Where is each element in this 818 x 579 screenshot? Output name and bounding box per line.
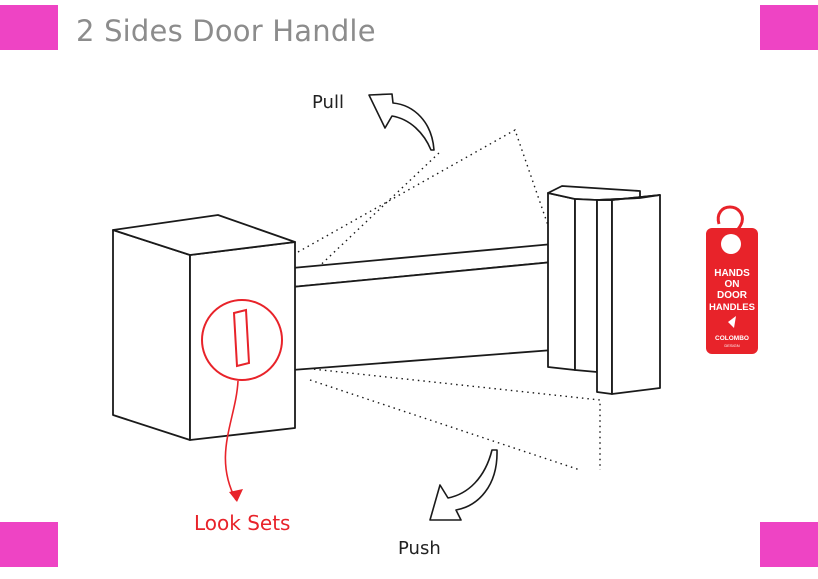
tag-line-3: DOOR (717, 290, 748, 301)
push-arrow-icon (429, 449, 498, 521)
look-set-pointer-head (229, 489, 243, 502)
end-mount (547, 185, 661, 395)
tag-sub: DESIGN (724, 343, 739, 348)
tag-brand: COLOMBO (715, 335, 749, 342)
lock-box (112, 214, 296, 441)
look-set-pointer (224, 380, 239, 501)
tag-line-1: HANDS (714, 268, 750, 279)
motion-ghost-outlines (297, 128, 601, 471)
page-title: 2 Sides Door Handle (76, 14, 376, 48)
tag-line-4: HANDLES (709, 302, 755, 313)
corner-marker-bottom-left (0, 522, 58, 567)
pull-label: Pull (312, 92, 344, 113)
handle-arm (291, 243, 554, 371)
look-set-circle (201, 299, 283, 381)
pull-arrow-icon (368, 93, 435, 151)
corner-marker-top-right (760, 5, 818, 50)
look-sets-label: Look Sets (194, 511, 291, 535)
key-slot-icon (232, 308, 251, 368)
look-set-marker (201, 299, 283, 502)
colombo-tag-logo: HANDS ON DOOR HANDLES COLOMBO DESIGN (706, 205, 758, 354)
tag-line-2: ON (725, 279, 740, 290)
corner-marker-bottom-right (760, 522, 818, 567)
push-label: Push (398, 538, 441, 559)
corner-marker-top-left (0, 5, 58, 50)
